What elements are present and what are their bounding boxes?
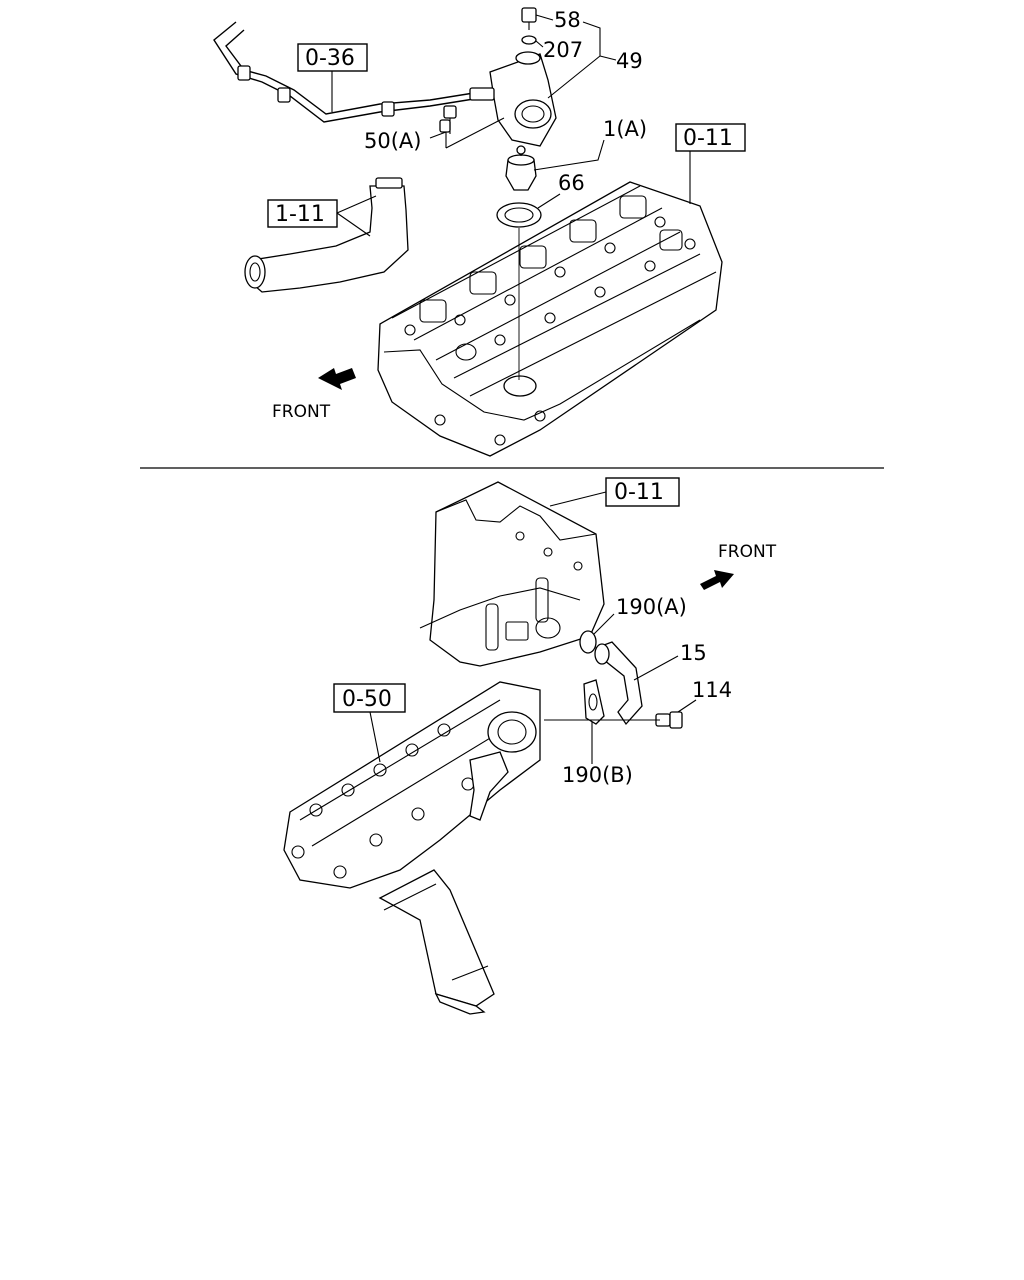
thermostat-housing bbox=[469, 51, 557, 147]
svg-text:0-11: 0-11 bbox=[614, 480, 664, 505]
bolt-114 bbox=[655, 711, 683, 729]
head-bolt-holes bbox=[404, 216, 696, 446]
svg-text:207: 207 bbox=[543, 38, 583, 62]
svg-text:114: 114 bbox=[692, 678, 732, 702]
svg-text:58: 58 bbox=[554, 8, 581, 32]
svg-text:50(A): 50(A) bbox=[364, 129, 421, 153]
housing-bosses bbox=[291, 723, 475, 879]
ref-box-0-11-lower: 0-11 bbox=[549, 477, 680, 507]
bolt-58 bbox=[521, 7, 537, 30]
front-arrow-upper: FRONT bbox=[272, 368, 356, 422]
gasket-190b bbox=[583, 679, 605, 725]
callout-190b: 190(B) bbox=[562, 722, 633, 787]
thermostat bbox=[505, 145, 537, 191]
callout-58: 58 bbox=[535, 8, 601, 56]
ref-box-0-50: 0-50 bbox=[333, 683, 406, 763]
svg-text:190(B): 190(B) bbox=[562, 763, 633, 787]
svg-text:49: 49 bbox=[616, 49, 643, 73]
upper-view: FRONT 0-36 0-11 1-11 58 207 bbox=[213, 7, 746, 457]
radiator-hose bbox=[244, 177, 409, 293]
svg-text:1-11: 1-11 bbox=[275, 202, 325, 227]
ref-box-1-11: 1-11 bbox=[267, 195, 377, 237]
bypass-pipe bbox=[213, 21, 481, 123]
callout-50a: 50(A) bbox=[364, 117, 505, 153]
callout-190a: 190(A) bbox=[593, 595, 687, 635]
svg-text:1(A): 1(A) bbox=[603, 117, 647, 141]
cylinder-block-lower bbox=[419, 481, 605, 667]
o-ring-190a bbox=[579, 630, 597, 654]
lower-view: FRONT 0-11 0-50 190(A) 15 114 190(B) bbox=[283, 477, 777, 1015]
oil-filter bbox=[378, 869, 495, 1015]
callout-1a: 1(A) bbox=[533, 117, 647, 171]
svg-text:0-11: 0-11 bbox=[683, 126, 733, 151]
svg-text:66: 66 bbox=[558, 171, 585, 195]
ref-box-0-11-upper: 0-11 bbox=[675, 123, 746, 204]
svg-text:0-36: 0-36 bbox=[305, 46, 355, 71]
svg-text:15: 15 bbox=[680, 641, 707, 665]
svg-text:0-50: 0-50 bbox=[342, 687, 392, 712]
callout-114: 114 bbox=[677, 678, 732, 713]
cylinder-head-upper bbox=[377, 181, 723, 457]
callout-15: 15 bbox=[633, 641, 707, 681]
head-cams bbox=[419, 195, 683, 323]
ref-box-0-36: 0-36 bbox=[297, 43, 368, 112]
front-arrow-lower: FRONT bbox=[700, 542, 777, 590]
callout-207: 207 bbox=[535, 38, 583, 62]
pipe-15 bbox=[594, 641, 643, 726]
front-label-upper: FRONT bbox=[272, 402, 331, 422]
callout-49: 49 bbox=[547, 49, 643, 99]
callout-66: 66 bbox=[537, 171, 585, 209]
front-label-lower: FRONT bbox=[718, 542, 777, 562]
oil-cooler-housing bbox=[283, 681, 541, 889]
gasket-66 bbox=[496, 202, 542, 228]
bolt-50a bbox=[439, 105, 457, 134]
svg-text:190(A): 190(A) bbox=[616, 595, 687, 619]
o-ring-207 bbox=[521, 35, 537, 45]
